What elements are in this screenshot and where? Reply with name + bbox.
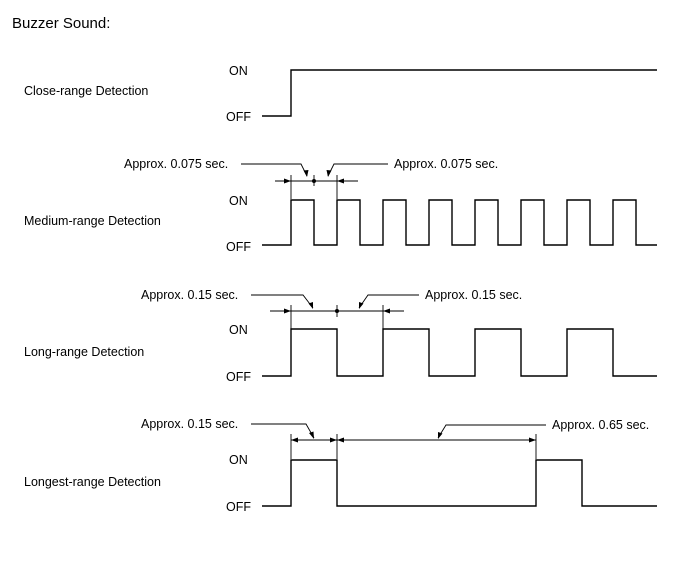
long-on-label: ON bbox=[229, 323, 248, 337]
medium-annotation-left: Approx. 0.075 sec. bbox=[124, 157, 228, 171]
medium-range-waveform bbox=[262, 199, 657, 246]
medium-leader-left bbox=[241, 163, 308, 177]
medium-leader-right-arrowhead bbox=[326, 170, 332, 177]
medium-dim-arrow-1 bbox=[284, 178, 291, 184]
long-leader-left-arrowhead bbox=[308, 302, 313, 309]
long-leader-right bbox=[358, 294, 419, 309]
longest-annotation-left: Approx. 0.15 sec. bbox=[141, 417, 238, 431]
long-dim-midpoint bbox=[335, 309, 339, 313]
long-annotation-left: Approx. 0.15 sec. bbox=[141, 288, 238, 302]
close-on-label: ON bbox=[229, 64, 248, 78]
close-off-label: OFF bbox=[226, 110, 251, 124]
longest-range-label: Longest-range Detection bbox=[24, 475, 161, 489]
close-range-label: Close-range Detection bbox=[24, 84, 148, 98]
medium-off-label: OFF bbox=[226, 240, 251, 254]
long-range-label: Long-range Detection bbox=[24, 345, 144, 359]
long-dim-arrow-2 bbox=[383, 308, 390, 314]
medium-range-section: Medium-range Detection ON OFF Approx. 0.… bbox=[24, 157, 657, 254]
longest-range-section: Longest-range Detection ON OFF Approx. 0… bbox=[24, 417, 657, 514]
long-annotation-right: Approx. 0.15 sec. bbox=[425, 288, 522, 302]
close-range-waveform bbox=[262, 69, 657, 117]
long-leader-right-arrowhead bbox=[359, 302, 364, 309]
longest-dim-arrow-3 bbox=[337, 437, 344, 443]
page-title: Buzzer Sound: bbox=[12, 15, 110, 32]
medium-dim-arrow-2 bbox=[337, 178, 344, 184]
medium-range-label: Medium-range Detection bbox=[24, 214, 161, 228]
medium-leader-right bbox=[327, 163, 388, 177]
longest-off-label: OFF bbox=[226, 500, 251, 514]
longest-dim-arrow-2 bbox=[330, 437, 337, 443]
long-range-section: Long-range Detection ON OFF Approx. 0.15… bbox=[24, 288, 657, 384]
medium-leader-left-arrowhead bbox=[303, 170, 309, 177]
medium-dim-midpoint bbox=[312, 179, 316, 183]
long-off-label: OFF bbox=[226, 370, 251, 384]
longest-annotation-right: Approx. 0.65 sec. bbox=[552, 418, 649, 432]
long-leader-left bbox=[251, 294, 314, 309]
long-range-waveform bbox=[262, 328, 657, 377]
longest-range-waveform bbox=[262, 459, 657, 507]
long-dim-arrow-1 bbox=[284, 308, 291, 314]
longest-leader-left bbox=[251, 423, 315, 439]
medium-annotation-right: Approx. 0.075 sec. bbox=[394, 157, 498, 171]
longest-on-label: ON bbox=[229, 453, 248, 467]
longest-leader-left-arrowhead bbox=[309, 431, 314, 439]
longest-dim-arrow-1 bbox=[291, 437, 298, 443]
medium-on-label: ON bbox=[229, 194, 248, 208]
close-range-section: Close-range Detection ON OFF bbox=[24, 64, 657, 124]
longest-dim-arrow-4 bbox=[529, 437, 536, 443]
longest-leader-right bbox=[437, 424, 546, 439]
longest-leader-right-arrowhead bbox=[438, 432, 443, 439]
